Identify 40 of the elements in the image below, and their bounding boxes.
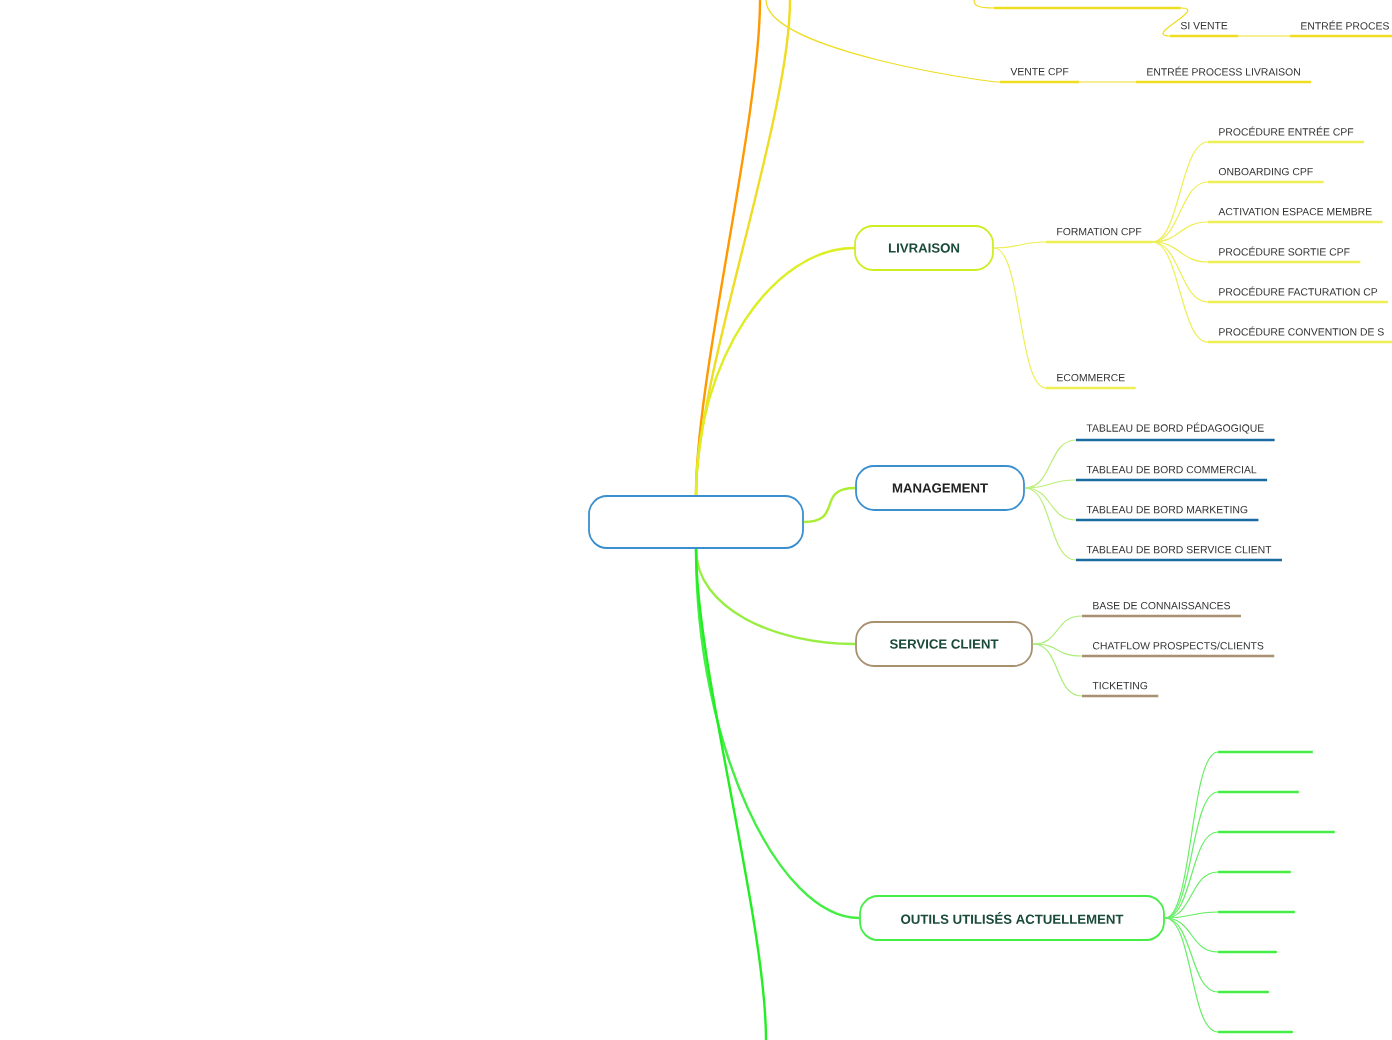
underline-bar — [1218, 950, 1277, 954]
connector — [694, 246, 855, 496]
connector — [1164, 911, 1219, 919]
connector — [1151, 241, 1209, 263]
central-topic-box — [588, 495, 804, 549]
connector — [1151, 241, 1209, 343]
underline-bar — [1218, 750, 1313, 754]
underline-bar — [994, 6, 1181, 10]
connector — [1237, 35, 1291, 37]
underline-bar — [1218, 1030, 1293, 1034]
connector — [1164, 791, 1219, 919]
connector — [1151, 221, 1209, 243]
connector — [1151, 241, 1209, 303]
connector — [1024, 487, 1077, 561]
connector — [1024, 487, 1077, 521]
connector — [1164, 917, 1219, 1033]
connector — [1162, 7, 1189, 37]
connector — [694, 548, 768, 1040]
connector — [1164, 831, 1219, 919]
connector — [803, 486, 856, 524]
connector — [1078, 81, 1137, 83]
connector — [973, 0, 995, 9]
connector — [1024, 479, 1077, 489]
connector — [1164, 751, 1219, 919]
connector — [993, 241, 1047, 249]
underline-bar — [1218, 990, 1269, 994]
connector — [1024, 439, 1077, 489]
connector — [1151, 181, 1209, 243]
underline-bar — [1218, 870, 1291, 874]
connector — [1151, 141, 1209, 243]
connector — [1032, 615, 1083, 645]
connector — [1164, 917, 1219, 953]
connector — [1032, 643, 1083, 657]
underline-bar — [1218, 910, 1295, 914]
connector — [1032, 643, 1083, 697]
connector — [694, 548, 856, 646]
underline-bar — [1218, 830, 1335, 834]
connector — [993, 247, 1047, 389]
underline-bar — [1218, 790, 1299, 794]
connector — [765, 0, 1001, 83]
